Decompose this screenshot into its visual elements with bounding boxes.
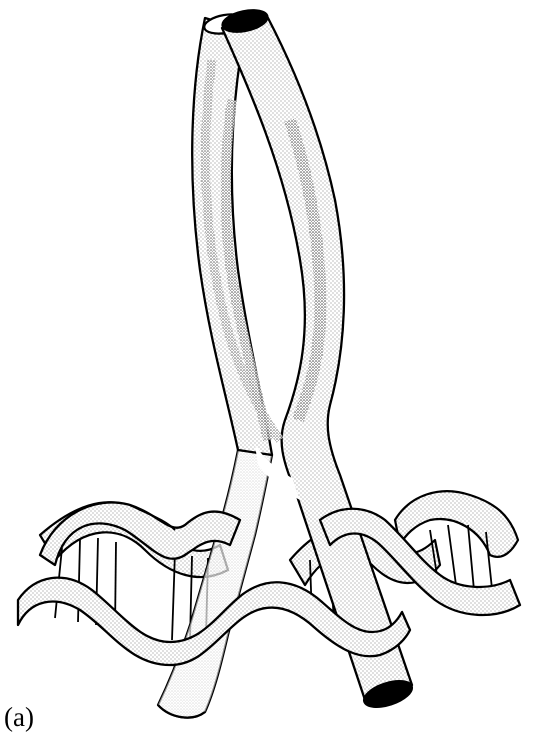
panel-label: (a)	[4, 704, 34, 731]
back-helix-tube-lower	[158, 450, 272, 718]
